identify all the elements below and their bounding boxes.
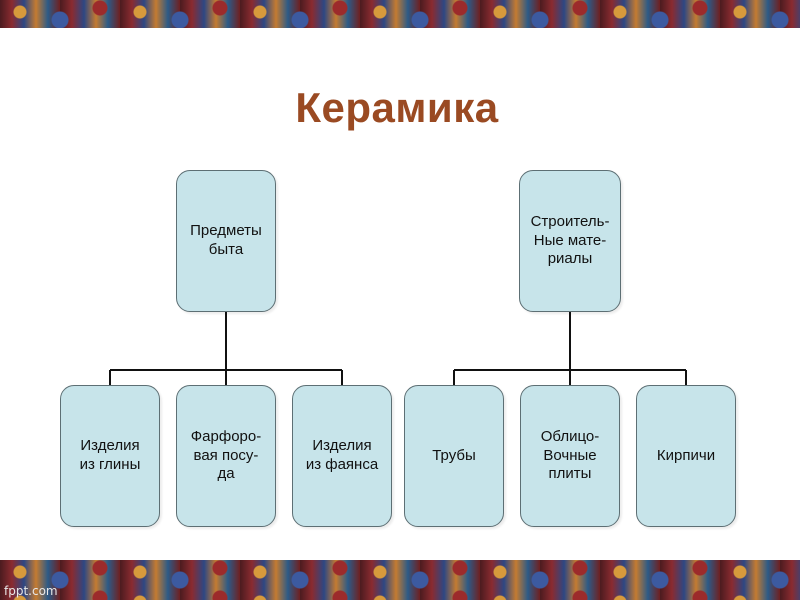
child-box-clay-items: Изделия из глины: [60, 385, 160, 527]
child-box-facing-tiles: Облицо- Вочные плиты: [520, 385, 620, 527]
slide-title: Керамика: [295, 84, 499, 131]
watermark-text: fppt.com: [4, 584, 58, 598]
child-box-pipes: Трубы: [404, 385, 504, 527]
parent-box-building-materials: Строитель- Ные мате- риалы: [519, 170, 621, 312]
stained-glass-top-band: [0, 0, 800, 28]
child-box-faience-items: Изделия из фаянса: [292, 385, 392, 527]
stained-glass-bottom-band: [0, 560, 800, 600]
child-box-bricks: Кирпичи: [636, 385, 736, 527]
parent-box-household-items: Предметы быта: [176, 170, 276, 312]
child-box-porcelain: Фарфоро- вая посу- да: [176, 385, 276, 527]
